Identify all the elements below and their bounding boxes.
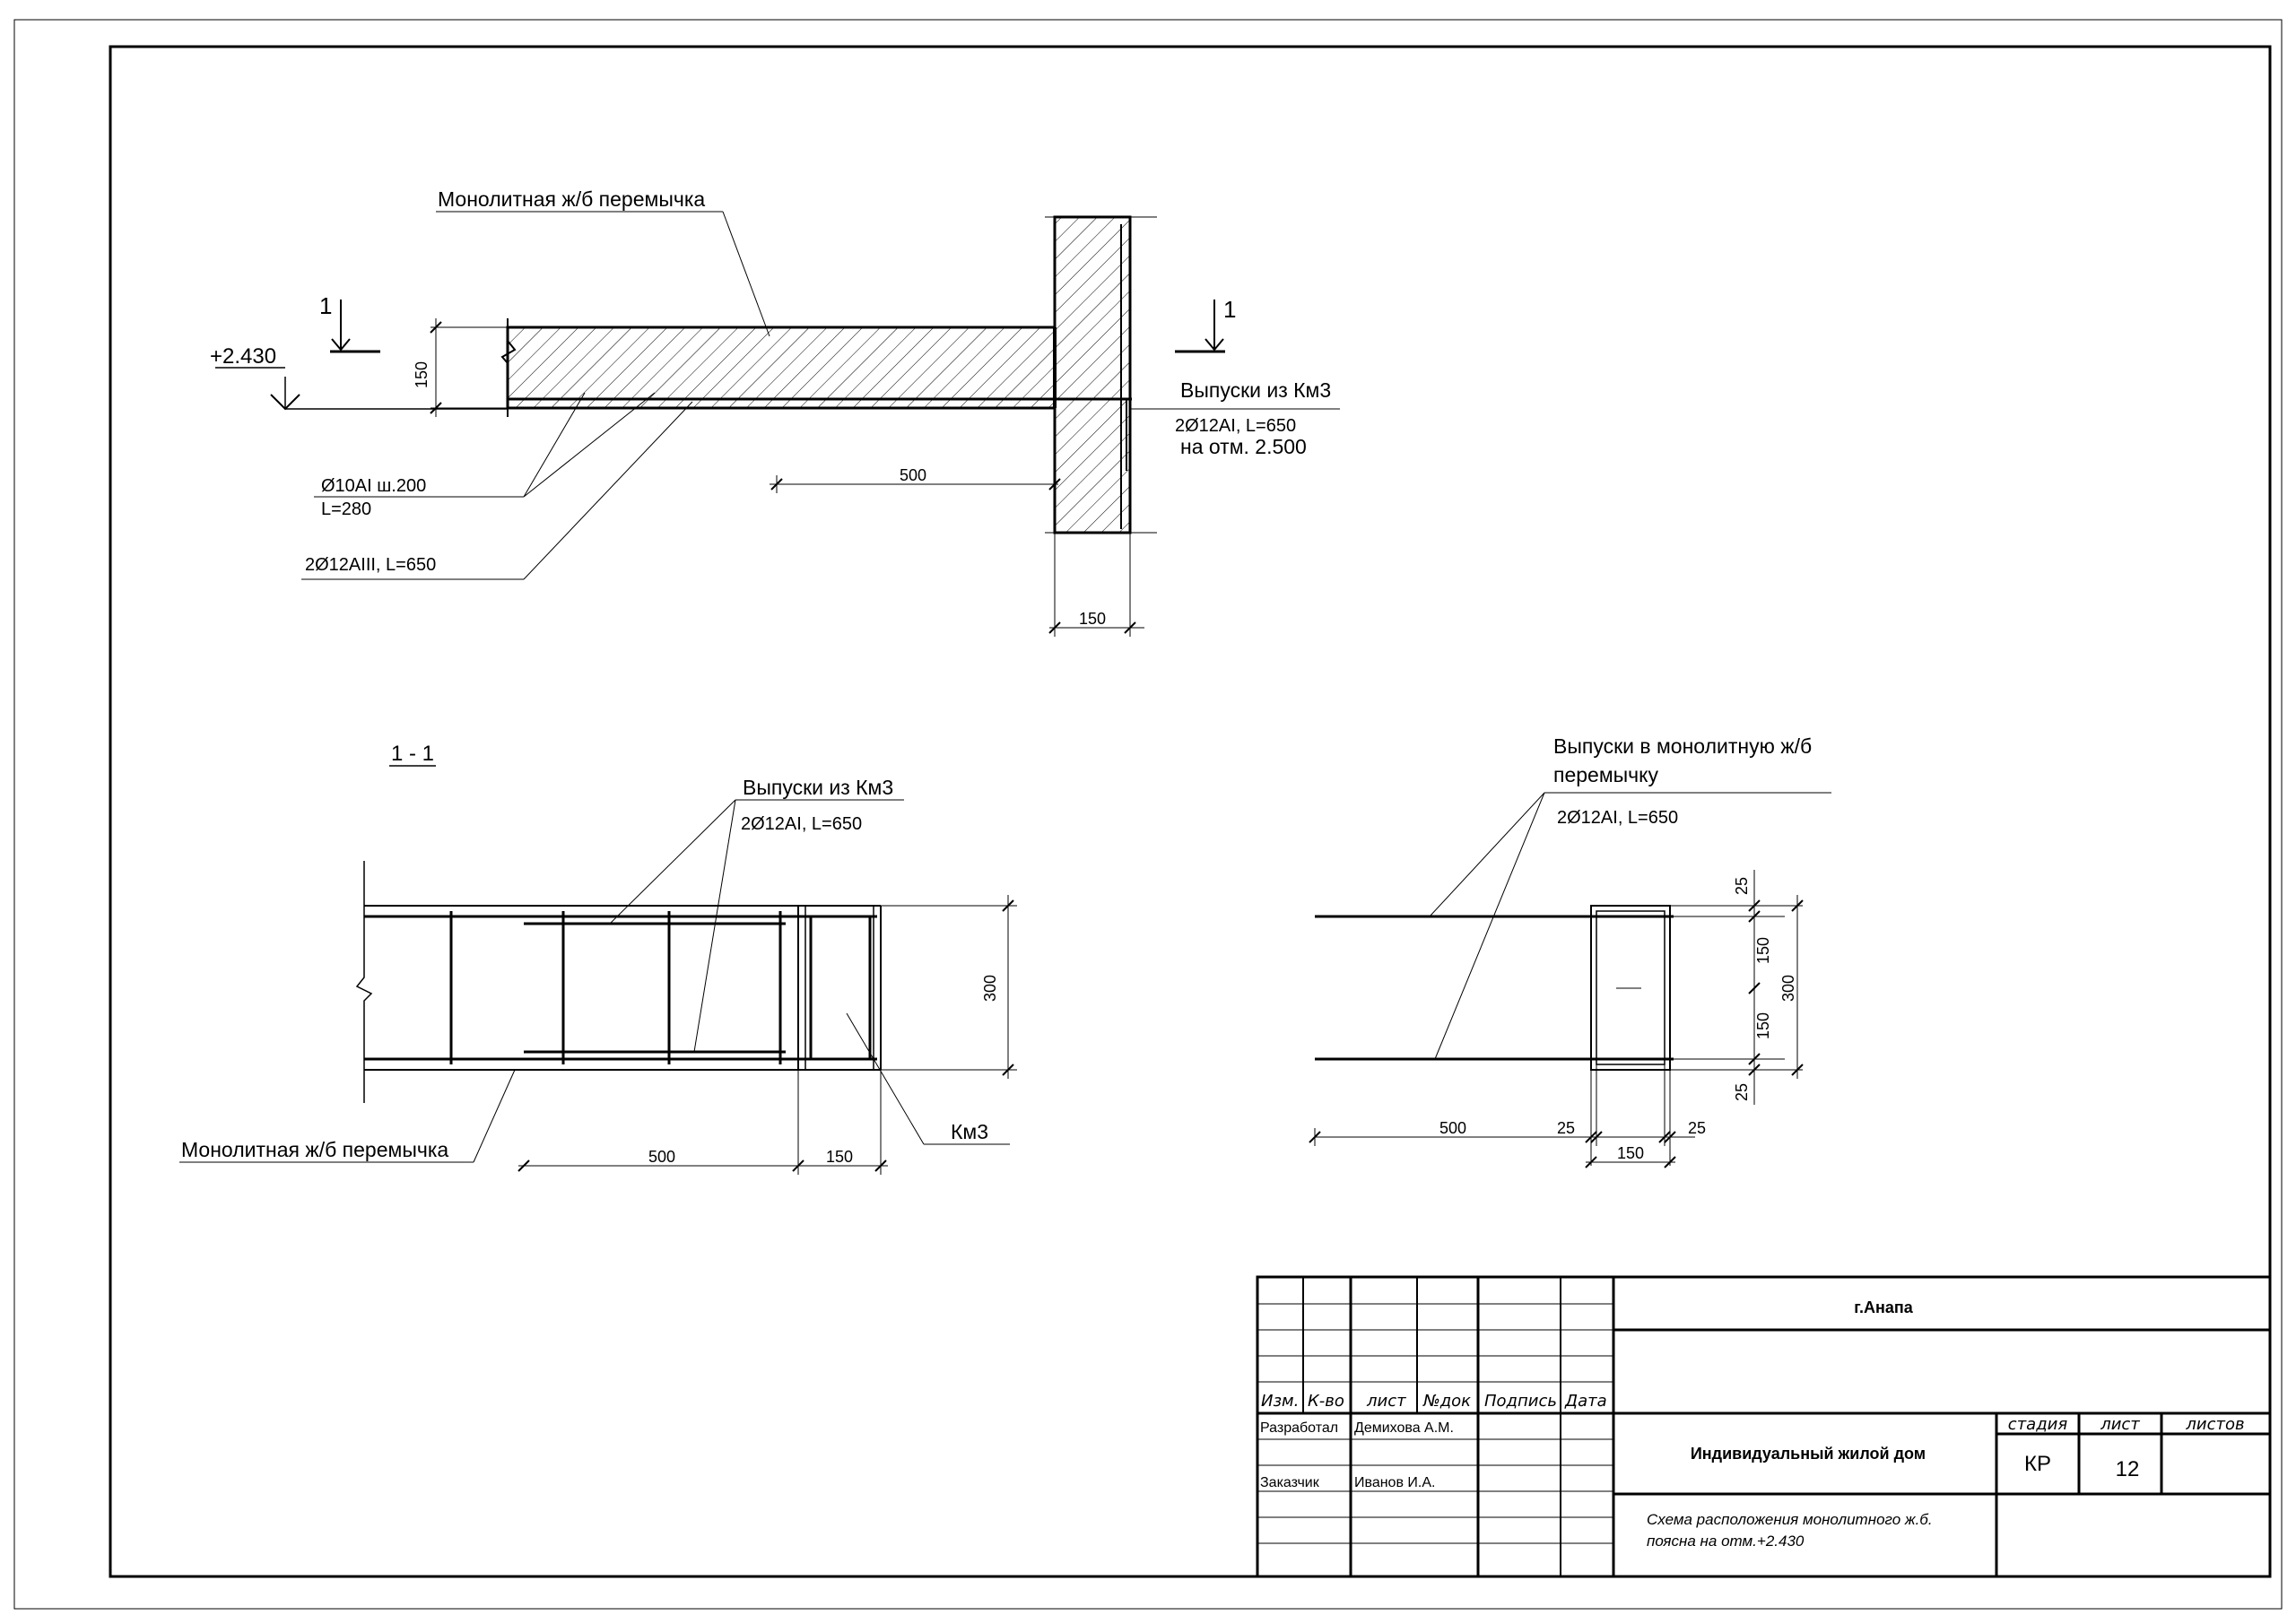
plan-dim-height: 150	[413, 361, 430, 388]
section-outlets-rebar: 2Ø12AI, L=650	[741, 814, 862, 834]
section-view: 1 - 1 Выпуски из Км3 2Ø12AI, L=650	[179, 742, 1017, 1175]
tb-drawing-title-line2: пояcна на отм.+2.430	[1647, 1533, 1805, 1550]
plan-outlets-rebar: 2Ø12AI, L=650	[1175, 416, 1296, 436]
tb-col-data: Дата	[1564, 1392, 1607, 1411]
detail-dim-length: 500	[1439, 1119, 1466, 1137]
lintel-body	[506, 326, 1057, 410]
section-dim-column: 150	[826, 1148, 853, 1166]
tb-col-podpis: Подпись	[1484, 1392, 1557, 1411]
detail-dim-lower: 150	[1754, 1012, 1772, 1039]
tb-drawing-title-line1: Схема расположения монолитного ж.б.	[1647, 1511, 1933, 1528]
tb-role-developer: Разработал	[1260, 1420, 1338, 1436]
tb-customer-name: Иванов И.А.	[1354, 1475, 1435, 1490]
detail-dim-cover-left: 25	[1557, 1119, 1575, 1137]
tb-col-kvo: К-во	[1308, 1392, 1344, 1411]
tb-role-customer: Заказчик	[1260, 1475, 1320, 1490]
sheet-outer-border	[13, 19, 2283, 1610]
plan-stirrup-label: Ø10AI ш.200	[321, 476, 426, 496]
plan-main-rebar-label: 2Ø12AIII, L=650	[305, 555, 436, 575]
tb-col-izm: Изм.	[1261, 1392, 1299, 1411]
detail-view: Выпуски в монолитную ж/б перемычку 2Ø12A…	[1309, 734, 1831, 1168]
plan-outlets-level: на отм. 2.500	[1180, 435, 1307, 458]
title-block: Изм. К-во лист №док Подпись Дата Разрабо…	[1256, 1275, 2272, 1578]
detail-title-line2: перемычку	[1553, 763, 1658, 786]
tb-stage-header: стадия	[2008, 1415, 2068, 1434]
tb-stage-value: КР	[2024, 1452, 2051, 1476]
detail-dim-upper: 150	[1754, 937, 1772, 964]
plan-dim-length: 500	[900, 466, 926, 484]
break-line-left	[500, 318, 517, 417]
wall-column	[1053, 215, 1132, 534]
section-outlets-title: Выпуски из Км3	[743, 776, 893, 799]
tb-city: г.Анапа	[1854, 1298, 1913, 1316]
tb-sheet-value: 12	[2116, 1457, 2140, 1481]
plan-outlets-title: Выпуски из Км3	[1180, 378, 1331, 402]
detail-dim-top: 25	[1733, 877, 1751, 895]
section-lintel-label: Монолитная ж/б перемычка	[181, 1138, 448, 1161]
tb-sheet-header: лист	[2100, 1415, 2140, 1434]
level-mark: +2.430	[210, 344, 276, 369]
plan-view: 150 +2.430 1 1 Монолитная ж/б перемычка …	[210, 187, 1340, 637]
plan-dim-wall: 150	[1079, 610, 1106, 628]
plan-stirrup-length: L=280	[321, 499, 371, 519]
section-title: 1 - 1	[391, 742, 434, 766]
section-column-label: Км3	[951, 1120, 988, 1143]
section-mark-right: 1	[1223, 296, 1236, 323]
section-dim-height: 300	[981, 975, 999, 1002]
detail-dim-width: 150	[1617, 1144, 1644, 1162]
tb-sheets-header: листов	[2185, 1415, 2244, 1434]
detail-dim-bottom: 25	[1733, 1083, 1751, 1101]
sheet-frame	[109, 45, 2272, 1578]
tb-col-list: лист	[1366, 1392, 1406, 1411]
tb-col-ndok: №док	[1422, 1392, 1471, 1411]
detail-rebar: 2Ø12AI, L=650	[1557, 808, 1678, 828]
section-mark-left: 1	[319, 292, 332, 319]
tb-developer-name: Демихова А.М.	[1354, 1420, 1454, 1436]
detail-dim-cover-right: 25	[1688, 1119, 1706, 1137]
section-dim-length: 500	[648, 1148, 675, 1166]
plan-lintel-label: Монолитная ж/б перемычка	[438, 187, 705, 211]
detail-dim-total: 300	[1779, 975, 1797, 1002]
detail-title-line1: Выпуски в монолитную ж/б	[1553, 734, 1812, 758]
tb-project-name: Индивидуальный жилой дом	[1691, 1445, 1926, 1463]
